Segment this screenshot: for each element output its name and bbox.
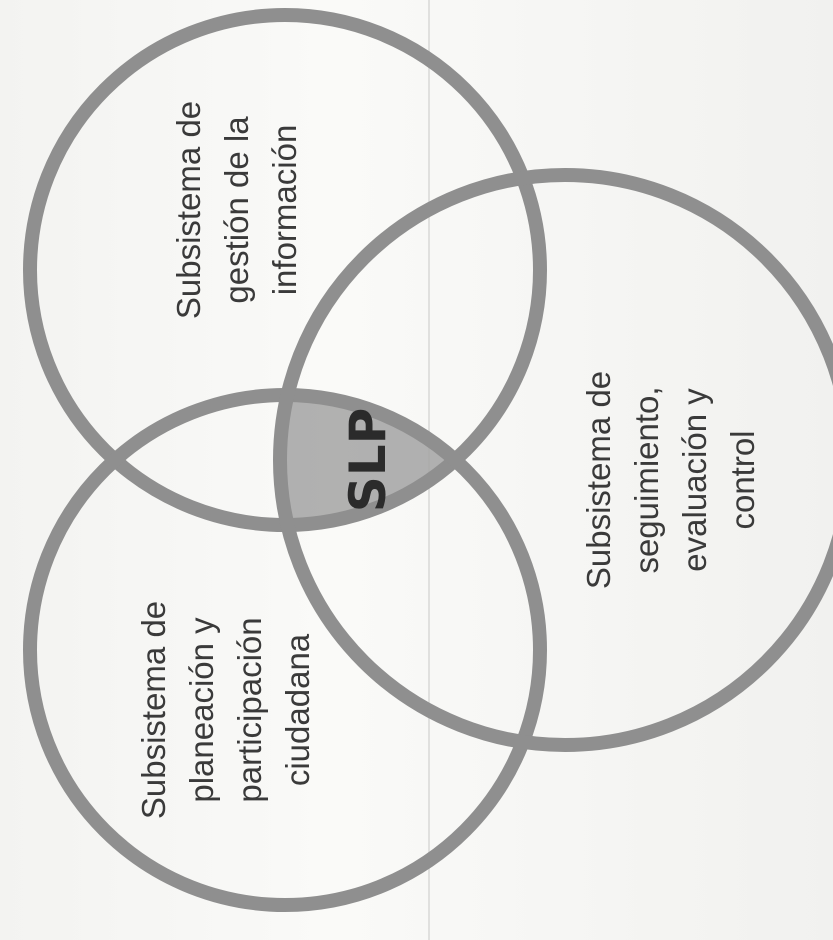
- label-gestion-line-1: Subsistema de: [170, 101, 207, 319]
- center-label: SLP: [339, 408, 397, 513]
- label-seguimiento: Subsistema de seguimiento, evaluación y …: [580, 371, 761, 589]
- center-label-group: SLP: [339, 408, 397, 513]
- label-gestion-line-3: información: [266, 125, 303, 296]
- label-planeacion-line-3: participación: [231, 617, 268, 802]
- label-seguimiento-line-4: control: [724, 430, 761, 529]
- label-planeacion-line-4: ciudadana: [279, 633, 316, 786]
- label-seguimiento-line-2: seguimiento,: [628, 386, 665, 573]
- circle-seguimiento: [273, 168, 833, 752]
- label-seguimiento-line-3: evaluación y: [676, 388, 713, 572]
- label-seguimiento-line-1: Subsistema de: [580, 371, 617, 589]
- label-gestion-line-2: gestión de la: [218, 116, 255, 304]
- label-gestion: Subsistema de gestión de la información: [170, 101, 303, 319]
- label-planeacion-line-1: Subsistema de: [135, 601, 172, 819]
- label-planeacion-line-2: planeación y: [183, 617, 220, 803]
- label-planeacion: Subsistema de planeación y participación…: [135, 601, 316, 819]
